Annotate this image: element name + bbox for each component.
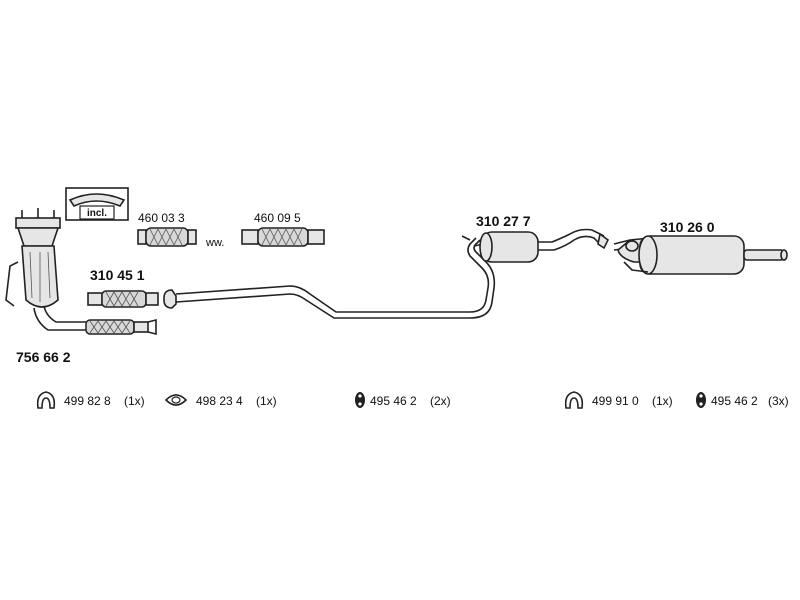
accessory-number: 495 46 2 xyxy=(711,394,758,408)
manifold-flange xyxy=(15,217,61,229)
connecting-pipe[interactable] xyxy=(163,237,496,319)
accessory-number: 498 23 4 xyxy=(196,394,243,408)
accessory-4[interactable]: 499 91 0 (1x) xyxy=(564,391,673,409)
accessory-qty: (1x) xyxy=(652,394,673,408)
accessory-qty: (1x) xyxy=(256,394,277,408)
accessory-qty: (2x) xyxy=(430,394,451,408)
label-rear-silencer: 310 26 0 xyxy=(660,219,715,235)
flex-pipe-460-09-5[interactable] xyxy=(241,227,325,247)
catalytic-converter[interactable] xyxy=(5,208,157,336)
label-catalytic-converter: 756 66 2 xyxy=(16,349,71,365)
incl-label: incl. xyxy=(87,208,107,219)
flex-pipe-460-03-3[interactable] xyxy=(137,227,197,247)
accessory-5[interactable]: 495 46 2 (3x) xyxy=(696,392,789,408)
rear-silencer-310-26-0[interactable] xyxy=(613,235,788,275)
label-ww: ww. xyxy=(205,237,224,249)
accessory-number: 499 91 0 xyxy=(592,394,639,408)
accessory-2[interactable]: 498 23 4 (1x) xyxy=(164,394,277,408)
included-gasket-box: incl. xyxy=(65,187,129,221)
label-front-pipe: 310 45 1 xyxy=(90,267,145,283)
accessory-3[interactable]: 495 46 2 (2x) xyxy=(355,392,451,408)
rubber-mount-icon xyxy=(355,392,365,408)
rubber-mount-icon xyxy=(696,392,706,408)
label-flex-pipe-2: 460 09 5 xyxy=(254,211,301,225)
label-flex-pipe-1: 460 03 3 xyxy=(138,211,185,225)
exhaust-ring-icon xyxy=(564,391,584,409)
accessory-number: 499 82 8 xyxy=(64,394,111,408)
middle-silencer-310-27-7[interactable] xyxy=(461,228,610,263)
front-pipe-310-45-1[interactable] xyxy=(87,290,159,308)
accessory-number: 495 46 2 xyxy=(370,394,417,408)
accessory-qty: (1x) xyxy=(124,394,145,408)
accessory-1[interactable]: 499 82 8 (1x) xyxy=(36,391,145,409)
exhaust-ring-icon xyxy=(36,391,56,409)
accessory-qty: (3x) xyxy=(768,394,789,408)
label-middle-silencer: 310 27 7 xyxy=(476,213,531,229)
